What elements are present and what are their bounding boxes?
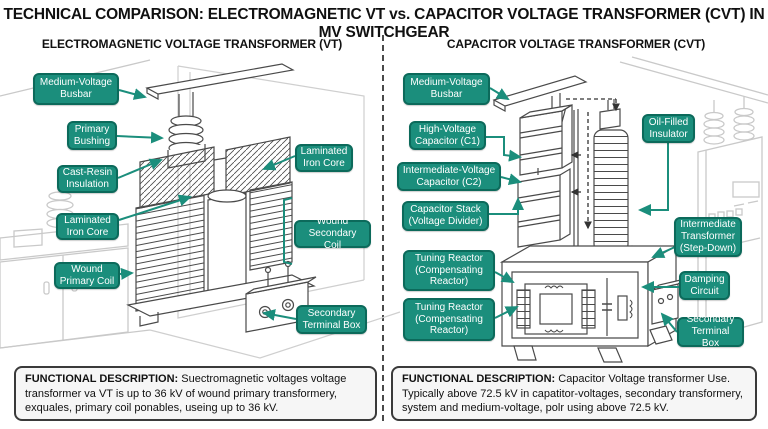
cvt-label-oil-filled-insulator: Oil-Filled Insulator xyxy=(642,114,695,143)
vt-label-wound-secondary-coil: Wound Secondary Coil xyxy=(294,216,371,251)
vt-label-secondary-terminal-box: Secondary Terminal Box xyxy=(296,305,367,334)
vt-label-laminated-iron-core-left: Laminated Iron Core xyxy=(56,213,119,240)
vt-label-cast-resin-insulation: Cast-Resin Insulation xyxy=(57,165,118,193)
panel-divider xyxy=(382,35,384,421)
cvt-label-damping-circuit: Damping Circuit xyxy=(679,271,730,300)
cvt-label-secondary-terminal-box: Secondary Terminal Box xyxy=(677,314,744,349)
vt-diagram xyxy=(126,63,401,359)
vt-description-heading: FUNCTIONAL DESCRIPTION: xyxy=(25,373,179,385)
cvt-functional-description: FUNCTIONAL DESCRIPTION: Capacitor Voltag… xyxy=(391,366,757,421)
wound-secondary-bracket xyxy=(283,197,293,265)
cvt-label-tuning-reactor-1: Tuning Reactor (Compensating Reactor) xyxy=(403,250,495,291)
cvt-dimension-arrows xyxy=(570,151,581,196)
cvt-description-heading: FUNCTIONAL DESCRIPTION: xyxy=(402,373,556,385)
cvt-description-text: Capacitor Voltage transformer Use. Typic… xyxy=(402,373,743,415)
vt-functional-description: FUNCTIONAL DESCRIPTION: Suectromagnetic … xyxy=(14,366,377,421)
page-title: TECHNICAL COMPARISON: ELECTROMAGNETIC VT… xyxy=(3,6,765,41)
cvt-label-intermediate-voltage-capacitor-c2: Intermediate-Voltage Capacitor (C2) xyxy=(397,162,501,191)
cvt-label-medium-voltage-busbar: Medium-Voltage Busbar xyxy=(403,73,490,105)
cvt-dashed-reference xyxy=(566,98,620,230)
vt-label-wound-primary-coil: Wound Primary Coil xyxy=(54,262,120,289)
cvt-label-tuning-reactor-2: Tuning Reactor (Compensating Reactor) xyxy=(403,298,495,341)
vt-subtitle: ELECTROMAGNETIC VOLTAGE TRANSFORMER (VT) xyxy=(41,37,343,51)
cvt-subtitle: CAPACITOR VOLTAGE TRANSFORMER (CVT) xyxy=(446,37,706,51)
cvt-label-intermediate-transformer-step-down: Intermediate Transformer (Step-Down) xyxy=(674,217,742,257)
cvt-leader-lines xyxy=(486,87,679,333)
cvt-label-capacitor-stack-voltage-divider: Capacitor Stack (Voltage Divider) xyxy=(402,201,489,231)
vt-label-primary-bushing: Primary Bushing xyxy=(67,121,117,150)
vt-leader-lines xyxy=(116,88,297,321)
vt-label-medium-voltage-busbar: Medium-Voltage Busbar xyxy=(33,73,119,105)
cvt-label-high-voltage-capacitor-c1: High-Voltage Capacitor (C1) xyxy=(409,121,486,150)
vt-label-laminated-iron-core-right: Laminated Iron Core xyxy=(295,144,353,172)
vt-description-text: Suectromagnetic voltages voltage transfo… xyxy=(25,373,347,415)
